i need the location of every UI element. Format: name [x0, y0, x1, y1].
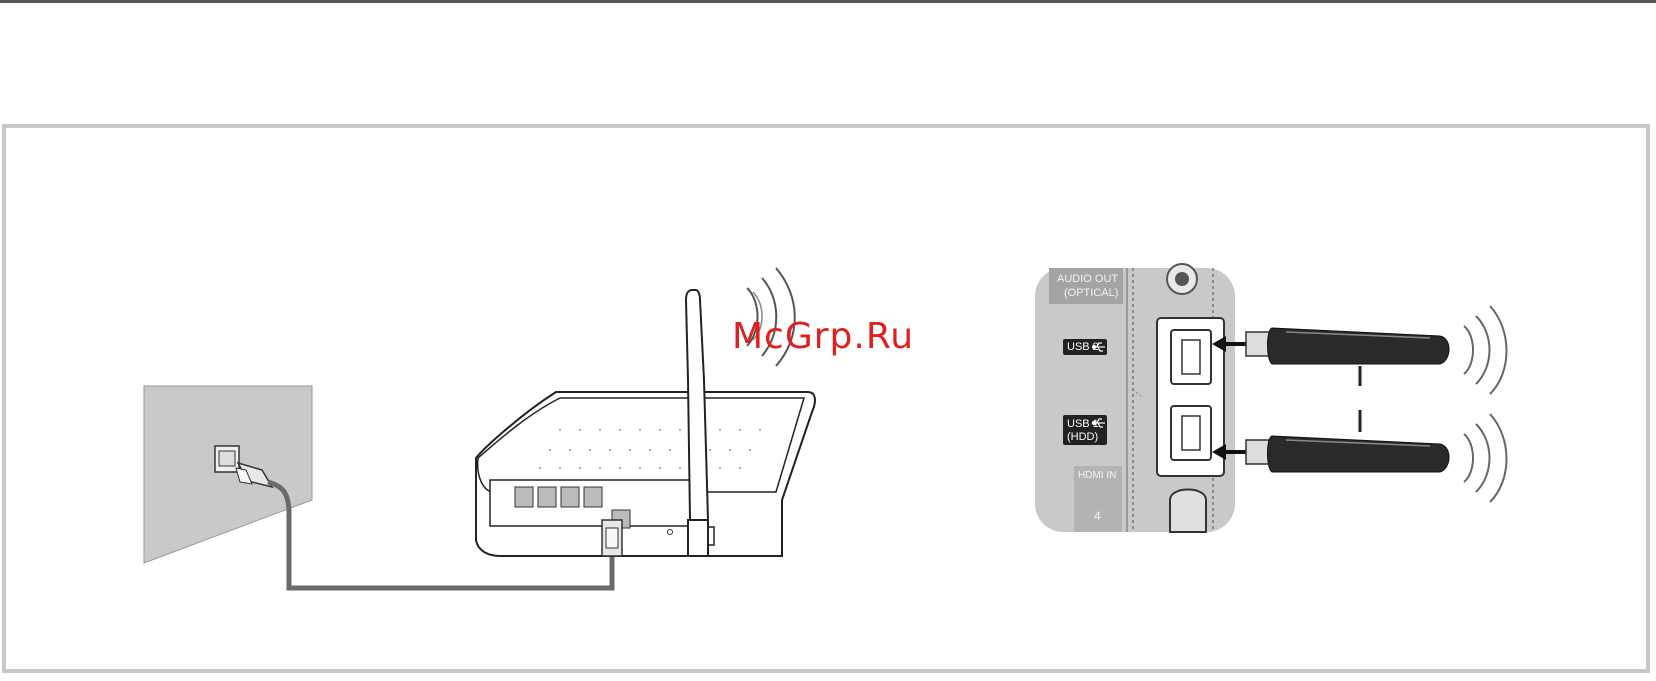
wifi-signal-icon — [1464, 306, 1507, 502]
hdmi-port-number: 4 — [1094, 510, 1101, 522]
tv-rear-panel — [1035, 264, 1235, 532]
usb-dongle-icon — [1246, 436, 1449, 472]
usb2-label: USB 2 — [1067, 341, 1099, 353]
audio-out-label: AUDIO OUT — [1057, 273, 1118, 285]
watermark-text: McGrp.Ru — [732, 316, 914, 357]
usb1-label: USB 1 — [1067, 418, 1099, 430]
optical-label: (OPTICAL) — [1064, 287, 1118, 299]
router-ethernet-plug-icon — [602, 520, 622, 556]
antenna-icon — [686, 290, 708, 556]
usb-dongle-icon — [1246, 328, 1449, 364]
hdd-label: (HDD) — [1067, 431, 1098, 443]
wireless-router-icon — [476, 392, 815, 556]
hdmi-in-label: HDMI IN — [1078, 470, 1116, 482]
